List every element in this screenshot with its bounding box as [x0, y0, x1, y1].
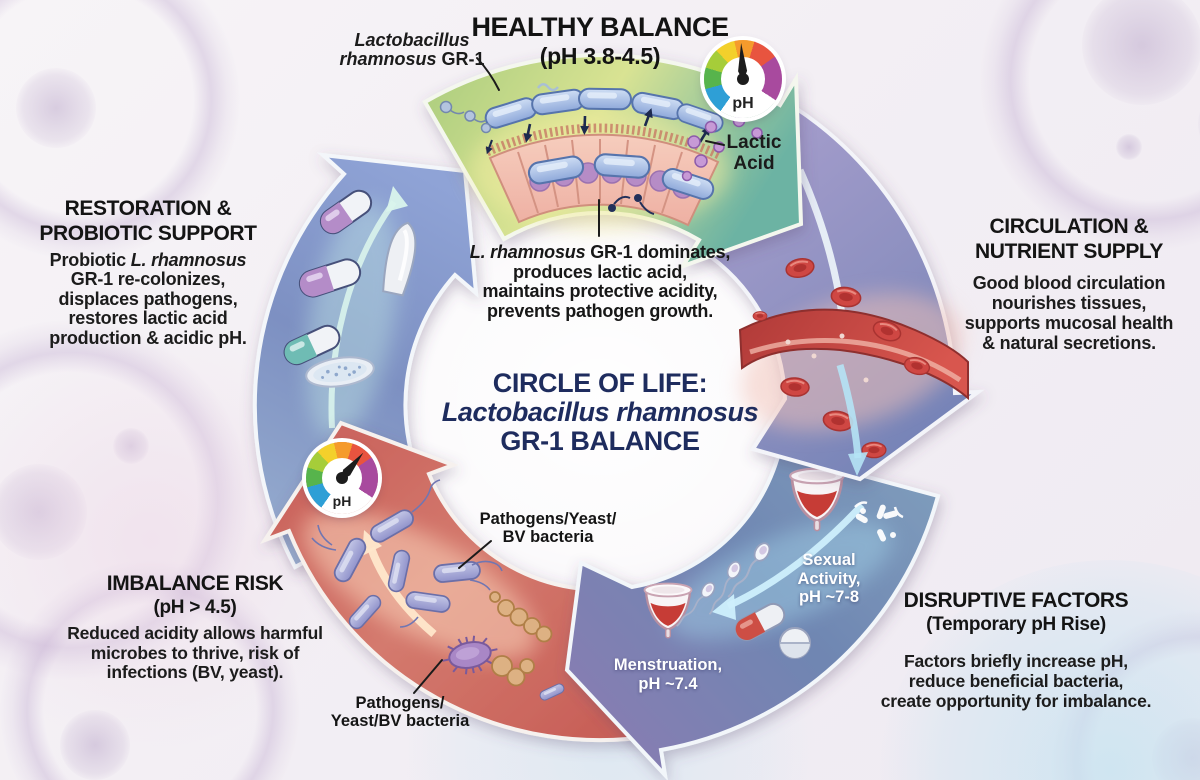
healthy-balance-heading: HEALTHY BALANCE (pH 3.8-4.5)	[471, 12, 729, 69]
ph-gauge-icon: pH	[306, 442, 378, 514]
platelets	[785, 333, 869, 383]
imbalance-section: IMBALANCE RISK (pH > 4.5) Reduced acidit…	[67, 572, 323, 682]
ph-gauge-label: pH	[332, 492, 352, 509]
leader-lactobacillus	[476, 57, 500, 91]
pathogens-label-top: Pathogens/Yeast/ BV bacteria	[479, 510, 617, 546]
restoration-flow-arrow-icon	[328, 200, 397, 429]
secreted-molecule-icon	[608, 194, 655, 215]
probiotic-capsule-icon	[283, 324, 341, 366]
pathogens-label-bottom: Pathogens/ Yeast/BV bacteria	[330, 694, 470, 730]
consumed-molecule-icon	[439, 100, 492, 134]
lactobacillus-label: Lactobacillus rhamnosus GR-1	[339, 30, 485, 69]
spiky-bacterium-icon	[442, 635, 498, 675]
yeast-icon	[489, 591, 553, 687]
probiotic-capsule-icon	[298, 258, 362, 298]
leader-lactic-acid	[705, 140, 725, 146]
petri-dish-icon	[305, 356, 375, 388]
arrow-disruptive	[564, 450, 941, 780]
suppository-icon	[382, 221, 417, 297]
blood-vessel-icon	[738, 308, 969, 401]
disruptive-flow-arrow-icon	[726, 502, 865, 610]
ph-gauge-label: pH	[732, 94, 754, 112]
background-cell-texture	[0, 0, 240, 260]
disruptive-section: DISRUPTIVE FACTORS (Temporary pH Rise) F…	[880, 589, 1152, 711]
flagella	[311, 479, 503, 628]
arrow-healthy	[422, 53, 804, 270]
ph-gauge-icon: pH	[704, 40, 782, 118]
tablet-icon	[779, 627, 811, 659]
circulation-section: CIRCULATION & NUTRIENT SUPPLY Good blood…	[964, 215, 1174, 353]
disrupted-bacteria-burst-icon	[854, 501, 904, 542]
probiotic-capsule-icon	[319, 189, 373, 235]
center-title: CIRCLE OF LIFE: Lactobacillus rhamnosus …	[441, 368, 759, 456]
lactic-acid-label: Lactic Acid	[726, 132, 782, 174]
restoration-section: RESTORATION & PROBIOTIC SUPPORT Probioti…	[39, 197, 257, 348]
circulation-flow-arrow-icon	[836, 364, 862, 459]
healthy-description: L. rhamnosus GR-1 dominates, produces la…	[469, 242, 731, 321]
sexual-activity-label: Sexual Activity, pH ~7-8	[797, 551, 861, 606]
leader-lines	[413, 57, 725, 694]
pill-capsule-icon	[734, 602, 786, 642]
leader-pathogens-top	[458, 540, 492, 569]
ph-gauge-pivot	[737, 73, 749, 85]
imbalance-flow-arrow-icon	[367, 546, 437, 638]
leader-pathogens-bottom	[413, 659, 443, 694]
menstruation-label: Menstruation, pH ~7.4	[613, 656, 723, 693]
ph-gauge-pivot	[336, 472, 348, 484]
